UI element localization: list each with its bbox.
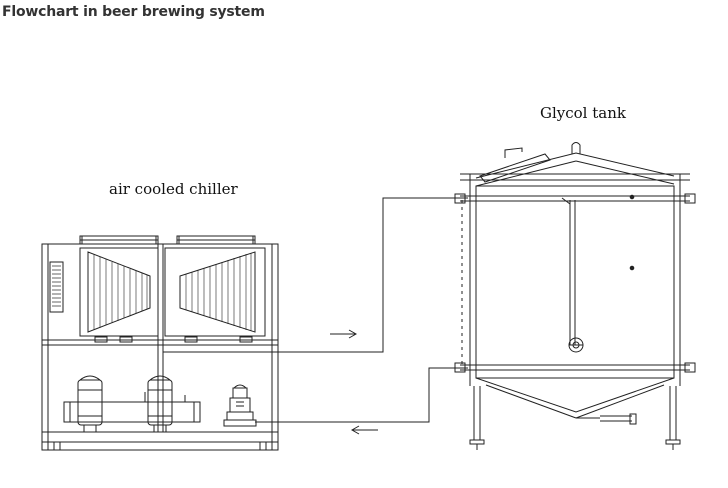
glycol-tank [454, 142, 696, 450]
flow-arrow-left [350, 425, 378, 435]
condenser-coil-left [79, 247, 159, 337]
chiller-label: air cooled chiller [109, 180, 239, 198]
tank-body [475, 185, 675, 379]
circulation-pump [223, 384, 257, 427]
return-pipe [255, 367, 468, 423]
compressor-right [147, 375, 173, 433]
tank-legs [469, 386, 681, 450]
compressor-left [77, 375, 103, 433]
tank-manway [479, 147, 551, 183]
chiller-fan-left [79, 235, 159, 245]
tank-drain [576, 413, 637, 425]
supply-pipe [163, 197, 468, 353]
tank-level-pipe [561, 197, 576, 345]
chiller-fan-right [176, 235, 256, 245]
tank-vent [571, 142, 581, 154]
air-cooled-chiller [41, 235, 279, 451]
chiller-frame [41, 243, 279, 451]
flow-arrow-right [330, 329, 358, 339]
evaporator-tube [63, 392, 201, 423]
page-title: Flowchart in beer brewing system [2, 4, 265, 20]
tank-top-cone [475, 152, 675, 179]
chiller-control-panel [49, 261, 64, 313]
tank-label: Glycol tank [540, 104, 627, 122]
condenser-coil-right [164, 247, 266, 337]
tank-bottom-cone [475, 377, 675, 413]
tank-sight-port [568, 337, 584, 353]
